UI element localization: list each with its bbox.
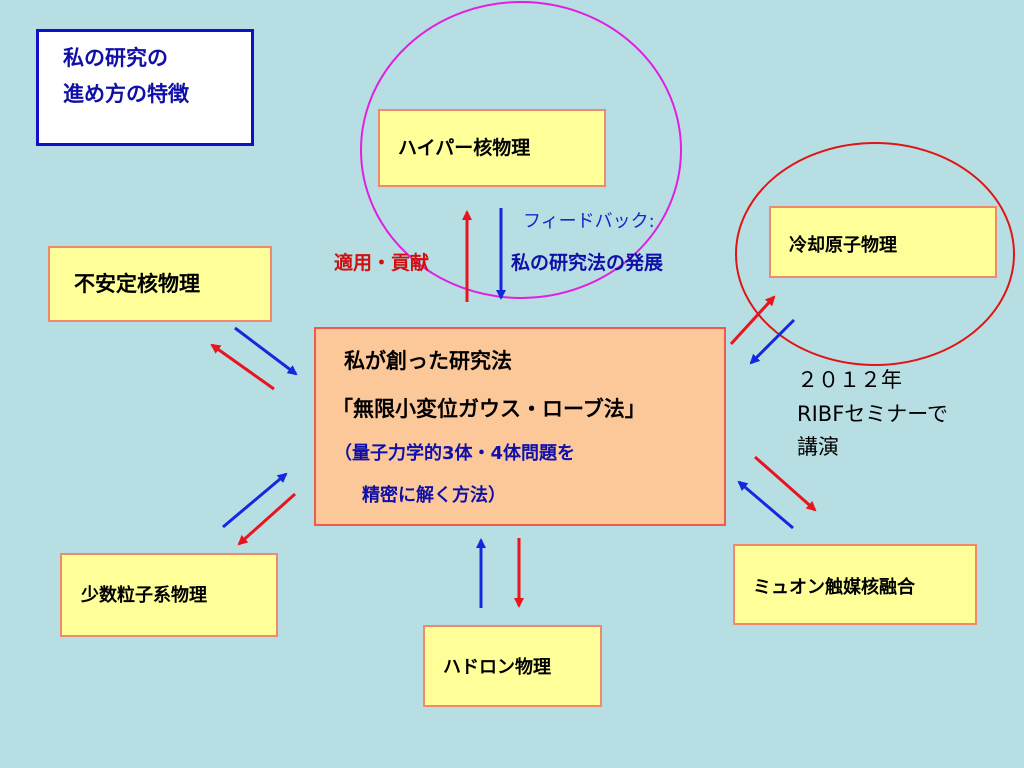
cold-atom-highlight-circle [735, 142, 1015, 366]
seminar-talk: 講演 [797, 435, 839, 459]
arrow-feedback-muon [737, 480, 794, 530]
hadron-box: ハドロン物理 [423, 625, 602, 707]
arrow-feedback-coldatom [749, 318, 796, 365]
unstable-nuclear-label: 不安定核物理 [74, 272, 200, 296]
hadron-label: ハドロン物理 [443, 657, 551, 678]
center-line-2: 「無限小変位ガウス・ローブ法」 [332, 397, 646, 421]
seminar-year: ２０１２年 [797, 368, 902, 392]
hyper-highlight-circle [360, 1, 682, 299]
arrow-feedback-fewbody [222, 472, 288, 529]
title-box: 私の研究の 進め方の特徴 [36, 29, 254, 146]
arrow-apply-fewbody [237, 492, 296, 546]
arrow-apply-unstable [210, 343, 275, 391]
apply-contribute-label: 適用・貢献 [334, 252, 430, 274]
hyper-nuclear-box: ハイパー核物理 [378, 109, 606, 187]
few-body-label: 少数粒子系物理 [81, 585, 207, 606]
cold-atom-box: 冷却原子物理 [769, 206, 997, 278]
muon-catalyzed-label: ミュオン触媒核融合 [753, 577, 915, 598]
hyper-nuclear-label: ハイパー核物理 [398, 137, 531, 159]
title-line-1: 私の研究の [63, 46, 168, 70]
few-body-box: 少数粒子系物理 [60, 553, 278, 637]
arrow-apply-coldatom [729, 295, 776, 346]
seminar-name: RIBFセミナーで [797, 402, 949, 426]
center-line-4: 精密に解く方法） [362, 485, 506, 506]
arrow-feedback-unstable [234, 326, 298, 376]
center-line-3: （量子力学的3体・4体問題を [334, 443, 576, 464]
cold-atom-label: 冷却原子物理 [789, 235, 897, 256]
feedback-label: フィードバック: [523, 211, 655, 232]
unstable-nuclear-box: 不安定核物理 [48, 246, 272, 322]
title-line-2: 進め方の特徴 [63, 82, 189, 106]
arrow-apply-muon [754, 455, 817, 512]
muon-catalyzed-box: ミュオン触媒核融合 [733, 544, 977, 625]
center-line-1: 私が創った研究法 [344, 349, 512, 373]
central-method-box: 私が創った研究法 「無限小変位ガウス・ローブ法」 （量子力学的3体・4体問題を … [314, 327, 726, 526]
method-development-label: 私の研究法の発展 [511, 252, 664, 274]
